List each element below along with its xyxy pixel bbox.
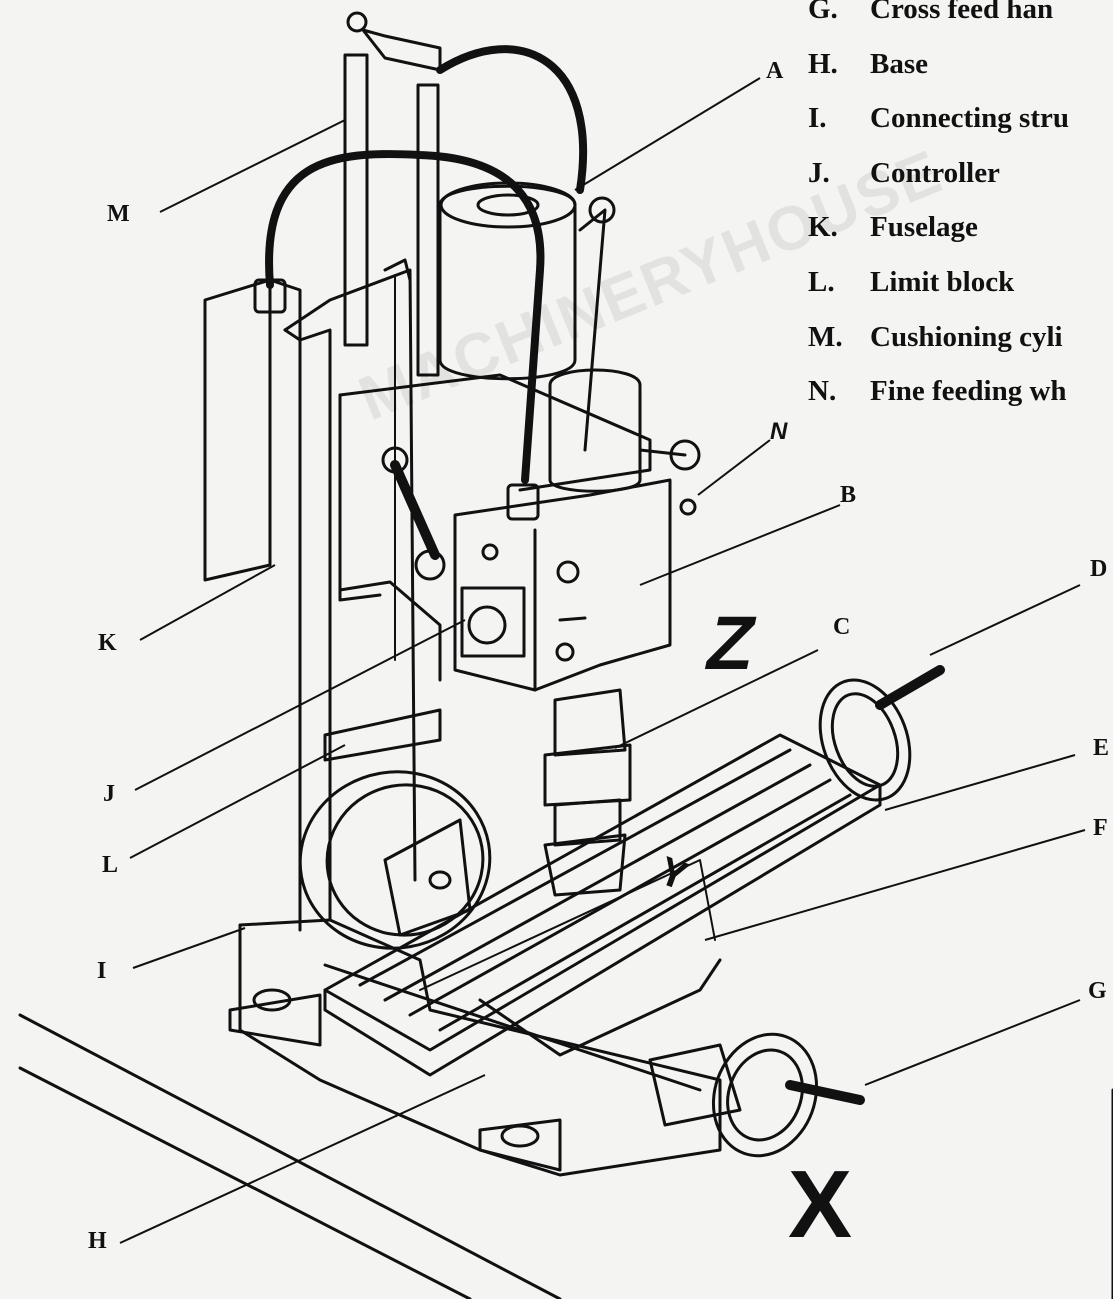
rotary-wheel <box>298 770 492 950</box>
legend-item-k: K.Fuselage <box>808 211 978 244</box>
fuselage-column <box>203 258 417 932</box>
leader-lines <box>119 77 1086 1244</box>
callout-l: L <box>102 852 119 878</box>
legend-item-g: G.Cross feed han <box>808 0 1054 25</box>
work-table <box>323 733 882 1077</box>
cushioning-cylinder <box>343 11 442 377</box>
parts-legend: G.Cross feed han H.Base I.Connecting str… <box>808 0 1069 419</box>
callout-h: H <box>88 1228 107 1254</box>
callout-b: B <box>840 482 857 508</box>
milling-head <box>338 196 701 692</box>
base-board <box>18 1013 1113 1299</box>
spindle-cutter <box>543 688 632 897</box>
callout-k: K <box>98 630 117 656</box>
legend-item-h: H.Base <box>808 47 928 80</box>
callout-i: I <box>97 958 107 984</box>
callout-f: F <box>1093 815 1108 841</box>
limit-block <box>323 580 442 762</box>
machine-base <box>228 918 722 1177</box>
handwheel-d <box>818 665 945 802</box>
legend-item-l: L.Limit block <box>808 265 1015 298</box>
callout-g: G <box>1088 978 1107 1004</box>
axis-label-x: X <box>788 1151 853 1258</box>
callout-j: J <box>103 781 115 807</box>
legend-item-i: I.Connecting stru <box>808 102 1069 135</box>
callout-d: D <box>1090 556 1108 582</box>
callout-a: A <box>766 58 784 84</box>
callout-e: E <box>1093 735 1110 761</box>
callout-n: N <box>770 418 788 445</box>
legend-item-n: N.Fine feeding wh <box>808 375 1067 408</box>
legend-item-m: M.Cushioning cyli <box>808 320 1063 353</box>
motor <box>438 181 642 493</box>
handwheel-g <box>648 1032 865 1158</box>
callout-m: M <box>107 201 130 227</box>
callout-c: C <box>833 614 851 640</box>
legend-item-j: J.Controller <box>808 156 1000 189</box>
